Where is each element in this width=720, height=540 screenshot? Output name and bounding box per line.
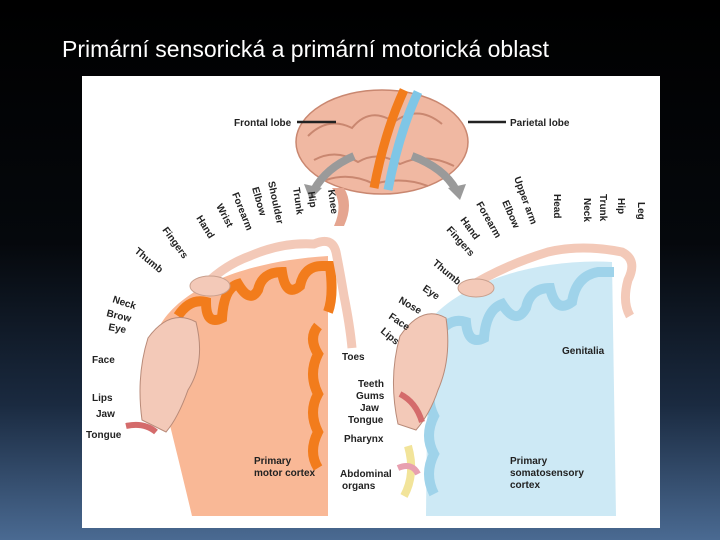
parietal-lobe-label: Parietal lobe	[510, 118, 570, 129]
left-arrow	[310, 152, 356, 193]
middle-labels: Teeth Gums Jaw Tongue	[348, 379, 385, 426]
abdominal-label-line2: organs	[342, 481, 376, 492]
frontal-lobe-label: Frontal lobe	[234, 118, 292, 129]
motor-cortex	[152, 256, 337, 516]
sensory-label-elbow: Elbow	[499, 199, 521, 231]
sensory-top-labels: Head Neck Trunk Hip Leg	[551, 194, 646, 222]
motor-label-eye: Eye	[107, 322, 127, 336]
sensory-cortex-label-line2: somatosensory	[510, 468, 584, 479]
motor-label-hip: Hip	[305, 191, 318, 208]
middle-label-jaw: Jaw	[360, 403, 379, 414]
genitalia-label: Genitalia	[562, 346, 605, 357]
homunculus-diagram: Frontal lobe Parietal lobe Knee Hip Trun…	[86, 88, 646, 516]
motor-homunculus	[125, 236, 357, 435]
motor-label-fingers: Fingers	[160, 225, 190, 261]
motor-label-lips: Lips	[92, 393, 113, 404]
middle-label-gums: Gums	[356, 391, 385, 402]
middle-label-tongue: Tongue	[348, 415, 384, 426]
motor-label-wrist: Wrist	[213, 202, 235, 230]
motor-label-forearm: Forearm	[229, 191, 254, 232]
cortex-homunculus-figure: Frontal lobe Parietal lobe Knee Hip Trun…	[82, 76, 660, 528]
motor-face-labels: Neck Brow Eye Face Lips Jaw Tongue	[86, 294, 138, 441]
toes-label: Toes	[342, 352, 365, 363]
sensory-cortex-label-line3: cortex	[510, 480, 540, 491]
motor-label-thumb: Thumb	[132, 246, 165, 276]
pharynx-label: Pharynx	[344, 434, 384, 445]
motor-label-tongue: Tongue	[86, 430, 122, 441]
sensory-homunculus	[393, 243, 637, 498]
motor-label-hand: Hand	[193, 214, 216, 241]
sensory-label-leg: Leg	[635, 202, 646, 220]
motor-label-elbow: Elbow	[249, 186, 268, 218]
slide-title: Primární sensorická a primární motorická…	[62, 36, 549, 62]
sensory-cortex-label-line1: Primary	[510, 456, 548, 467]
motor-label-knee: Knee	[325, 189, 339, 215]
sensory-label-head: Head	[551, 194, 562, 218]
motor-label-jaw: Jaw	[96, 409, 115, 420]
sensory-label-thumb: Thumb	[430, 258, 463, 288]
sensory-label-eye: Eye	[420, 283, 441, 302]
middle-label-teeth: Teeth	[358, 379, 384, 390]
motor-cortex-label-line1: Primary	[254, 456, 292, 467]
sensory-label-trunk: Trunk	[597, 194, 608, 222]
sensory-label-neck: Neck	[581, 198, 592, 222]
sensory-label-hip: Hip	[615, 198, 626, 214]
motor-cortex-label-line2: motor cortex	[254, 468, 316, 479]
sensory-label-nose: Nose	[397, 295, 424, 317]
motor-label-face: Face	[92, 355, 115, 366]
motor-label-trunk: Trunk	[290, 187, 305, 216]
right-arrow	[410, 152, 460, 193]
abdominal-label-line1: Abdominal	[340, 469, 392, 480]
brain-illustration	[295, 88, 469, 226]
motor-label-shoulder: Shoulder	[265, 180, 285, 225]
